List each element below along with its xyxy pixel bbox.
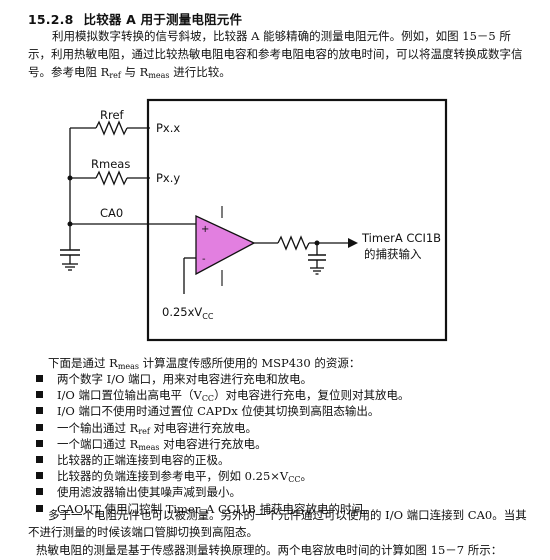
capture-label: 的捕获输入 [364, 247, 422, 261]
multi-element-paragraph: 多于一个电阻元件也可以被测量。另外的一个元件通过可以使用的 I/O 端口连接到 … [28, 508, 527, 539]
list-item-text: 使用滤波器输出使其噪声减到最小。 [57, 485, 241, 500]
vcc-ref-sub: CC [202, 312, 214, 321]
list-item-tail: 。 [300, 469, 312, 484]
list-item-sub: CC [201, 394, 215, 404]
list-item-text: 两个数字 I/O 端口，用来对电容进行充电和放电。 [57, 372, 313, 386]
timer-label: TimerA CCI1B [361, 231, 441, 245]
para1-sub-ref: ref [109, 71, 121, 80]
list-item-tail: 对电容进行充放电。 [159, 436, 267, 451]
list-item-text: 一个输出通过 R [57, 420, 139, 435]
ca0-label: CA0 [100, 206, 123, 220]
vcc-ref-text: 0.25xV [162, 305, 202, 319]
bullet-square-icon [36, 423, 43, 431]
bullet-square-icon [36, 439, 43, 447]
circuit-diagram: Rref Px.x Rmeas Px.y CA0 + - 0.25xVCC Ti… [60, 98, 448, 342]
para1-text-c: 进行比较。 [169, 65, 231, 79]
opamp-plus: + [201, 224, 209, 235]
bullet-square-icon [36, 472, 43, 480]
msp430-block [146, 98, 448, 342]
filter-resistor [277, 235, 310, 251]
list-item: I/O 端口不使用时通过置位 CAPDx 位使其切换到高阻态输出。 [36, 403, 536, 419]
output-arrow-icon [348, 238, 358, 248]
list-item: 两个数字 I/O 端口，用来对电容进行充电和放电。 [36, 371, 536, 387]
list-item-tail: ）对电容进行充电，复位则对其放电。 [214, 388, 410, 403]
list-item: 比较器的负端连接到参考电平，例如 0.25×VCC。 [36, 468, 536, 484]
intro-sub-meas: meas [117, 362, 140, 371]
comparator-opamp [195, 214, 256, 276]
bullet-square-icon [36, 407, 43, 415]
list-item: 一个输出通过 Rref 对电容进行充放电。 [36, 420, 536, 436]
vcc-ref-label: 0.25xVCC [162, 305, 214, 321]
list-item-text: CAOUT 使用门控制 Timer_A CCI1B 捕获电容放电的时间。 [57, 501, 375, 516]
bullet-square-icon [36, 504, 43, 512]
pxx-label: Px.x [156, 121, 180, 135]
section-number: 15.2.8 [28, 12, 74, 27]
bullet-square-icon [36, 488, 43, 496]
bullet-square-icon [36, 375, 43, 382]
list-item: CAOUT 使用门控制 Timer_A CCI1B 捕获电容放电的时间。 [36, 501, 536, 517]
list-item-sub: CC [288, 475, 301, 485]
intro-text-a: 下面是通过 R [48, 356, 118, 370]
para1-text-b: 与 R [120, 65, 149, 79]
resources-list: 两个数字 I/O 端口，用来对电容进行充电和放电。 I/O 端口置位输出高电平（… [36, 371, 536, 517]
list-item-sub: meas [138, 442, 160, 452]
bullet-square-icon [36, 456, 43, 464]
thermistor-paragraph: 热敏电阻的测量是基于传感器测量转换原理的。两个电容放电时间的计算如图 15－7 … [36, 543, 503, 557]
rref-label: Rref [100, 108, 125, 122]
rmeas-label: Rmeas [91, 157, 130, 171]
list-item-tail: 对电容进行充放电。 [149, 420, 258, 435]
list-item: 比较器的正端连接到电容的正极。 [36, 452, 536, 468]
list-item-text: I/O 端口置位输出高电平（V [57, 388, 202, 403]
intro-paragraph: 利用模拟数字转换的信号斜坡，比较器 A 能够精确的测量电阻元件。例如，如图 15… [28, 27, 526, 81]
section-title: 比较器 A 用于测量电阻元件 [83, 12, 243, 27]
bullet-square-icon [36, 391, 43, 399]
pxy-label: Px.y [156, 171, 180, 185]
list-item: 使用滤波器输出使其噪声减到最小。 [36, 484, 536, 500]
para1-sub-meas: meas [148, 71, 170, 80]
list-item-text: I/O 端口不使用时通过置位 CAPDx 位使其切换到高阻态输出。 [57, 404, 380, 419]
intro-text-b: 计算温度传感所使用的 MSP430 的资源： [139, 356, 361, 370]
resources-intro: 下面是通过 Rmeas 计算温度传感所使用的 MSP430 的资源： [48, 355, 360, 371]
rref-resistor [95, 120, 128, 136]
opamp-minus: - [202, 254, 206, 265]
rmeas-resistor [95, 170, 128, 186]
list-item-text: 比较器的负端连接到参考电平，例如 0.25×V [57, 469, 289, 484]
list-item-sub: ref [138, 426, 150, 436]
list-item-text: 一个端口通过 R [57, 436, 139, 451]
list-item: I/O 端口置位输出高电平（VCC）对电容进行充电，复位则对其放电。 [36, 387, 536, 403]
list-item-text: 比较器的正端连接到电容的正极。 [57, 453, 230, 468]
junction-dot-rmeas [67, 175, 73, 181]
list-item: 一个端口通过 Rmeas 对电容进行充放电。 [36, 436, 536, 452]
section-heading: 15.2.8 比较器 A 用于测量电阻元件 [28, 9, 242, 28]
para1-text-a: 利用模拟数字转换的信号斜坡，比较器 A 能够精确的测量电阻元件。例如，如图 15… [28, 29, 523, 79]
